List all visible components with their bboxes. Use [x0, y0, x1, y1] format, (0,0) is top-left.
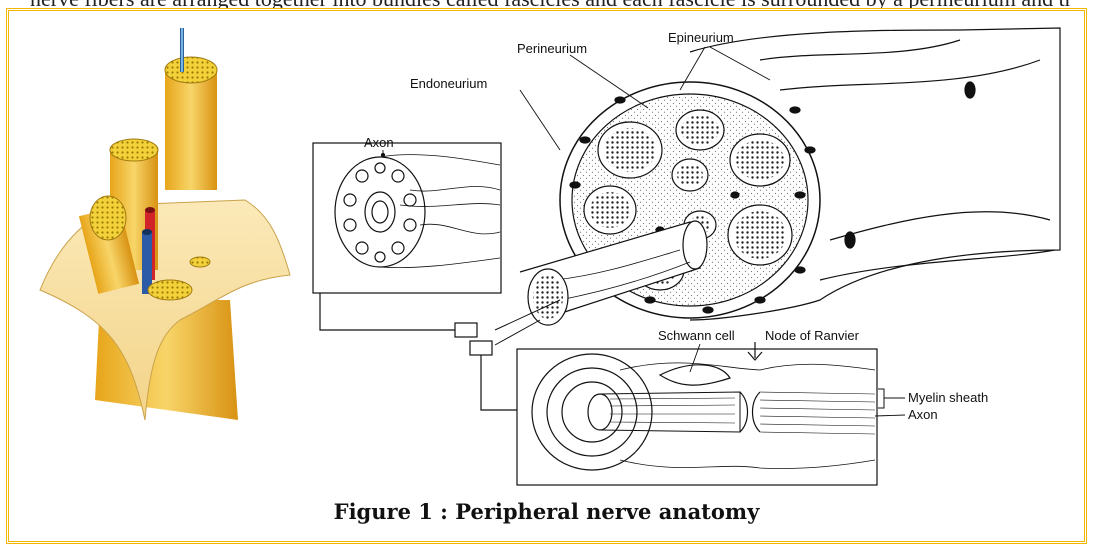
nerve-cross-section-diagram	[313, 28, 1060, 485]
label-axon-top: Axon	[364, 135, 394, 150]
label-myelin-sheath: Myelin sheath	[908, 390, 988, 405]
label-schwann-cell: Schwann cell	[658, 328, 735, 343]
label-perineurium: Perineurium	[517, 41, 587, 56]
label-epineurium: Epineurium	[668, 30, 734, 45]
colored-nerve-illustration	[40, 28, 290, 420]
label-endoneurium: Endoneurium	[410, 76, 487, 91]
label-axon-bottom: Axon	[908, 407, 938, 422]
label-node-of-ranvier: Node of Ranvier	[765, 328, 860, 343]
figure-caption: Figure 1 : Peripheral nerve anatomy	[0, 499, 1093, 524]
